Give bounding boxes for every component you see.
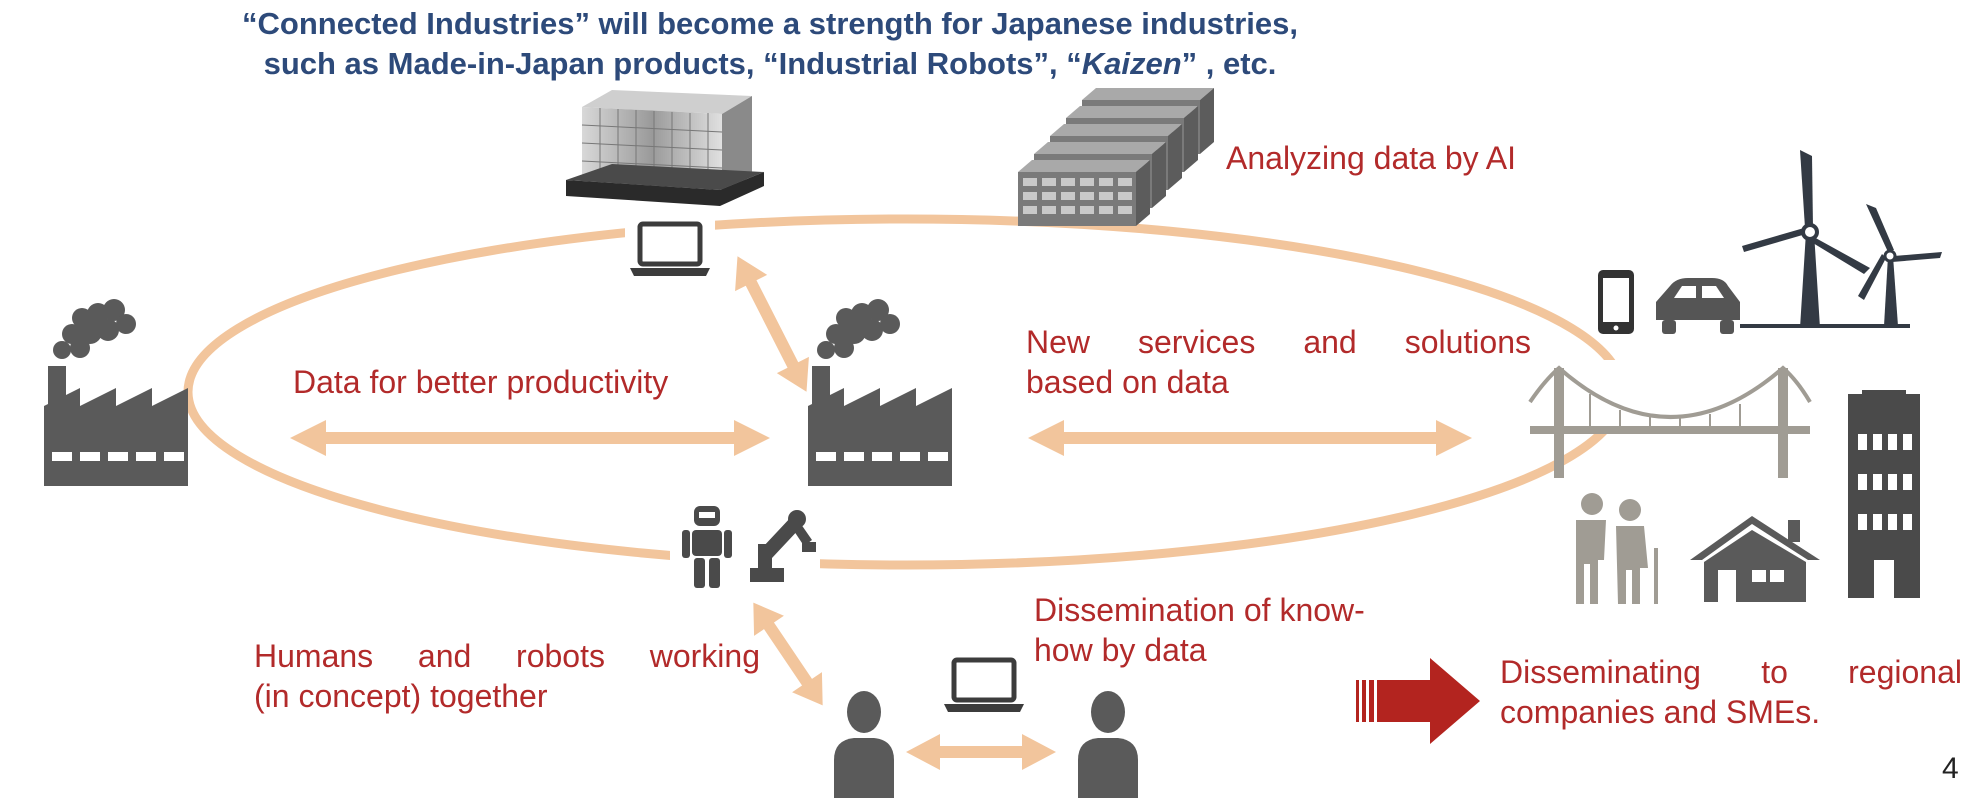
elderly-couple-icon — [1576, 493, 1658, 604]
factory-icon — [44, 299, 188, 486]
title-line-2-italic: Kaizen — [1081, 46, 1182, 81]
laptop-icon — [944, 660, 1024, 712]
title-line-1: “Connected Industries” will become a str… — [242, 6, 1298, 41]
person-icon — [1078, 691, 1138, 798]
arrow-icon — [290, 420, 770, 456]
page-number: 4 — [1942, 752, 1959, 785]
suspension-bridge-icon — [1528, 365, 1812, 478]
humanoid-robot-icon — [682, 506, 732, 588]
person-icon — [834, 691, 894, 798]
wind-turbine-icon — [1740, 150, 1942, 328]
robot-arm-icon — [750, 510, 816, 582]
label-new-services-line2: based on data — [1026, 364, 1229, 400]
label-regional: Disseminating to regional companies and … — [1500, 652, 1962, 732]
label-new-services: New services and solutions based on data — [1026, 322, 1531, 402]
factory-icon — [808, 299, 952, 486]
house-icon — [1690, 516, 1820, 602]
label-humans-robots-line1: Humans and robots working — [254, 638, 760, 674]
label-analyzing-ai: Analyzing data by AI — [1226, 140, 1516, 176]
arrow-icon — [735, 256, 809, 392]
arrow-icon — [906, 734, 1056, 770]
label-productivity: Data for better productivity — [293, 364, 669, 400]
arrow-icon — [1356, 658, 1480, 744]
title-line-2-prefix: such as Made-in-Japan products, “Industr… — [263, 46, 1082, 81]
label-dissemination-line1: Dissemination of know- — [1034, 592, 1365, 628]
label-dissemination-line2: how by data — [1034, 632, 1207, 668]
label-regional-line2: companies and SMEs. — [1500, 694, 1821, 730]
smartphone-icon — [1598, 270, 1634, 334]
data-center-building-icon — [566, 90, 764, 206]
label-humans-robots: Humans and robots working (in concept) t… — [254, 636, 760, 716]
car-icon — [1656, 278, 1740, 334]
page-title: “Connected Industries” will become a str… — [200, 4, 1340, 84]
title-line-2-suffix: ” , etc. — [1181, 46, 1277, 81]
arrow-icon — [753, 602, 823, 706]
label-humans-robots-line2: (in concept) together — [254, 678, 548, 714]
label-new-services-line1: New services and solutions — [1026, 324, 1531, 360]
apartment-building-icon — [1848, 390, 1920, 598]
arrow-icon — [1028, 420, 1472, 456]
server-rack-icon — [1018, 88, 1214, 226]
label-dissemination: Dissemination of know- how by data — [1034, 590, 1365, 670]
label-regional-line1: Disseminating to regional — [1500, 654, 1962, 690]
title-line-2: such as Made-in-Japan products, “Industr… — [200, 44, 1340, 84]
